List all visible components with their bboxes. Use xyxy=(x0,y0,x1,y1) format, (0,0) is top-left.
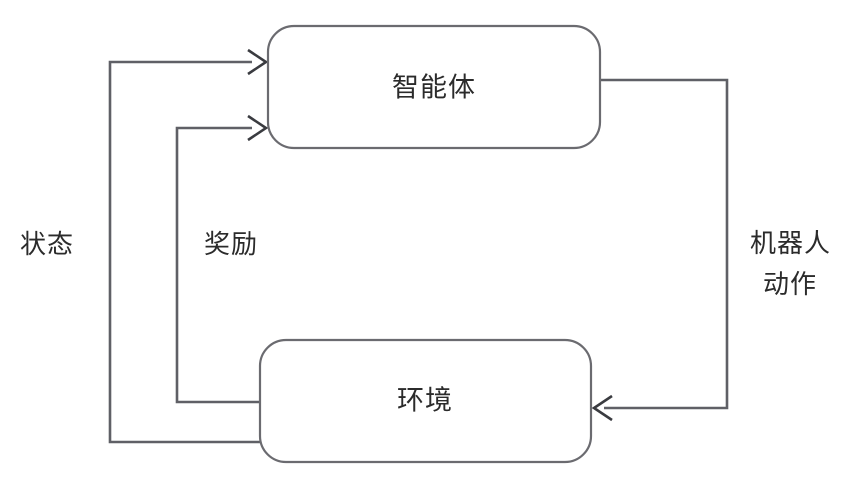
edge-label-state: 状态 xyxy=(20,230,74,260)
arrowhead-state-icon xyxy=(247,48,269,76)
edge-label-action-line1: 机器人 xyxy=(750,229,831,259)
arrowhead-action-icon xyxy=(591,394,613,422)
edge-label-action-line2: 动作 xyxy=(763,270,817,300)
edge-state-line xyxy=(108,60,260,444)
node-environment[interactable]: 环境 xyxy=(258,338,593,464)
node-environment-label: 环境 xyxy=(397,386,453,417)
edge-action-line xyxy=(600,78,729,410)
edge-reward-line xyxy=(175,126,260,404)
node-agent[interactable]: 智能体 xyxy=(266,24,602,150)
arrowhead-reward-icon xyxy=(247,114,269,142)
node-environment-box[interactable] xyxy=(258,338,593,464)
node-agent-label: 智能体 xyxy=(392,73,476,104)
edge-label-reward: 奖励 xyxy=(204,230,258,260)
node-agent-box[interactable] xyxy=(266,24,602,150)
